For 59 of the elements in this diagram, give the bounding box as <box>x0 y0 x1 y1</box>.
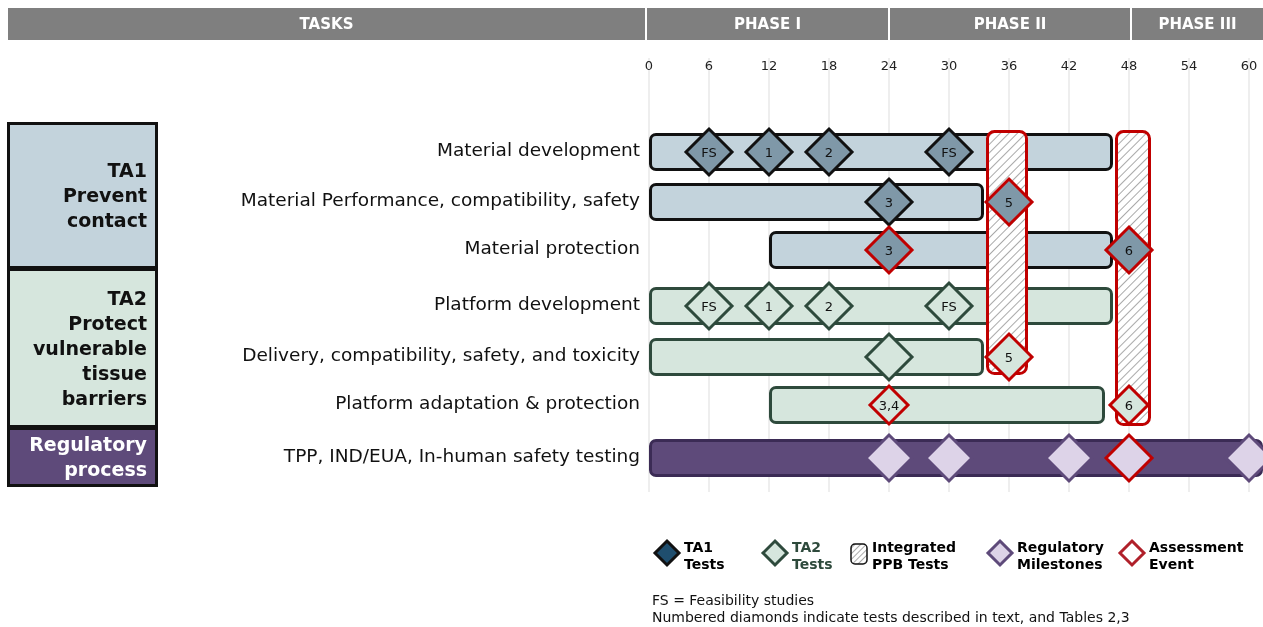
milestone-diamond: 3 <box>863 224 915 276</box>
legend-text: TA2 Tests <box>792 539 834 573</box>
milestone-diamond: FS <box>923 126 975 178</box>
category-title: Regulatory process <box>28 432 147 482</box>
milestone-diamond: 1 <box>743 126 795 178</box>
milestone-diamond <box>1103 432 1155 484</box>
milestone-diamond: 1 <box>743 280 795 332</box>
task-bar <box>649 183 984 221</box>
task-label: TPP, IND/EUA, In-human safety testing <box>283 445 640 466</box>
milestone-diamond: FS <box>683 126 735 178</box>
axis-tick-label: 12 <box>759 58 779 73</box>
phase-header: PHASE III <box>1132 8 1263 40</box>
node-label: TASKS <box>299 15 354 33</box>
task-label: Material protection <box>464 237 640 258</box>
axis-tick-label: 36 <box>999 58 1019 73</box>
category-text: Prevent contact <box>61 183 147 233</box>
legend-text: Integrated PPB Tests <box>872 539 957 573</box>
axis-tick-label: 54 <box>1179 58 1199 73</box>
category-title: TA1 <box>107 158 147 183</box>
axis-tick-label: 0 <box>643 58 655 73</box>
category-box <box>7 427 158 487</box>
category-box <box>7 268 158 428</box>
task-label: Material development <box>436 139 640 160</box>
milestone-diamond: 3,4 <box>867 383 911 427</box>
category-box <box>7 122 158 269</box>
phase-header: PHASE I <box>647 8 888 40</box>
node-label: PHASE III <box>1158 15 1237 33</box>
milestone-diamond <box>863 331 915 383</box>
legend-text: Assessment Event <box>1149 539 1245 573</box>
node-label: PHASE II <box>973 15 1047 33</box>
milestone-diamond: 6 <box>1103 224 1155 276</box>
task-label: Material Performance, compatibility, safety <box>240 189 640 210</box>
milestone-diamond: 5 <box>983 176 1035 228</box>
legend-text: Regulatory Milestones <box>1017 539 1105 573</box>
note-text: FS = Feasibility studies <box>652 592 815 608</box>
phase-header: TASKS <box>8 8 645 40</box>
axis-tick-label: 30 <box>939 58 959 73</box>
axis-tick-label: 60 <box>1239 58 1259 73</box>
axis-tick-label: 42 <box>1059 58 1079 73</box>
axis-tick-label: 48 <box>1119 58 1139 73</box>
node-label: PHASE I <box>733 15 801 33</box>
axis-tick-label: 18 <box>819 58 839 73</box>
task-label: Delivery, compatibility, safety, and toxicity <box>242 344 640 365</box>
milestone-diamond: 2 <box>803 126 855 178</box>
legend-text: TA1 Tests <box>684 539 726 573</box>
milestone-diamond: 2 <box>803 280 855 332</box>
milestone-diamond: 3 <box>863 176 915 228</box>
phase-header: PHASE II <box>890 8 1130 40</box>
task-bar <box>769 386 1105 424</box>
note-text: Numbered diamonds indicate tests described in text, and Tables 2,3 <box>652 609 1130 625</box>
milestone-diamond: FS <box>923 280 975 332</box>
axis-tick-label: 6 <box>703 58 715 73</box>
axis-tick-label: 24 <box>879 58 899 73</box>
task-label: Platform development <box>434 293 640 314</box>
category-title: TA2 <box>107 285 147 311</box>
task-label: Platform adaptation & protection <box>335 392 640 413</box>
category-text: Protect vulnerable tissue barriers <box>31 310 147 411</box>
milestone-diamond: FS <box>683 280 735 332</box>
milestone-diamond: 5 <box>983 331 1035 383</box>
